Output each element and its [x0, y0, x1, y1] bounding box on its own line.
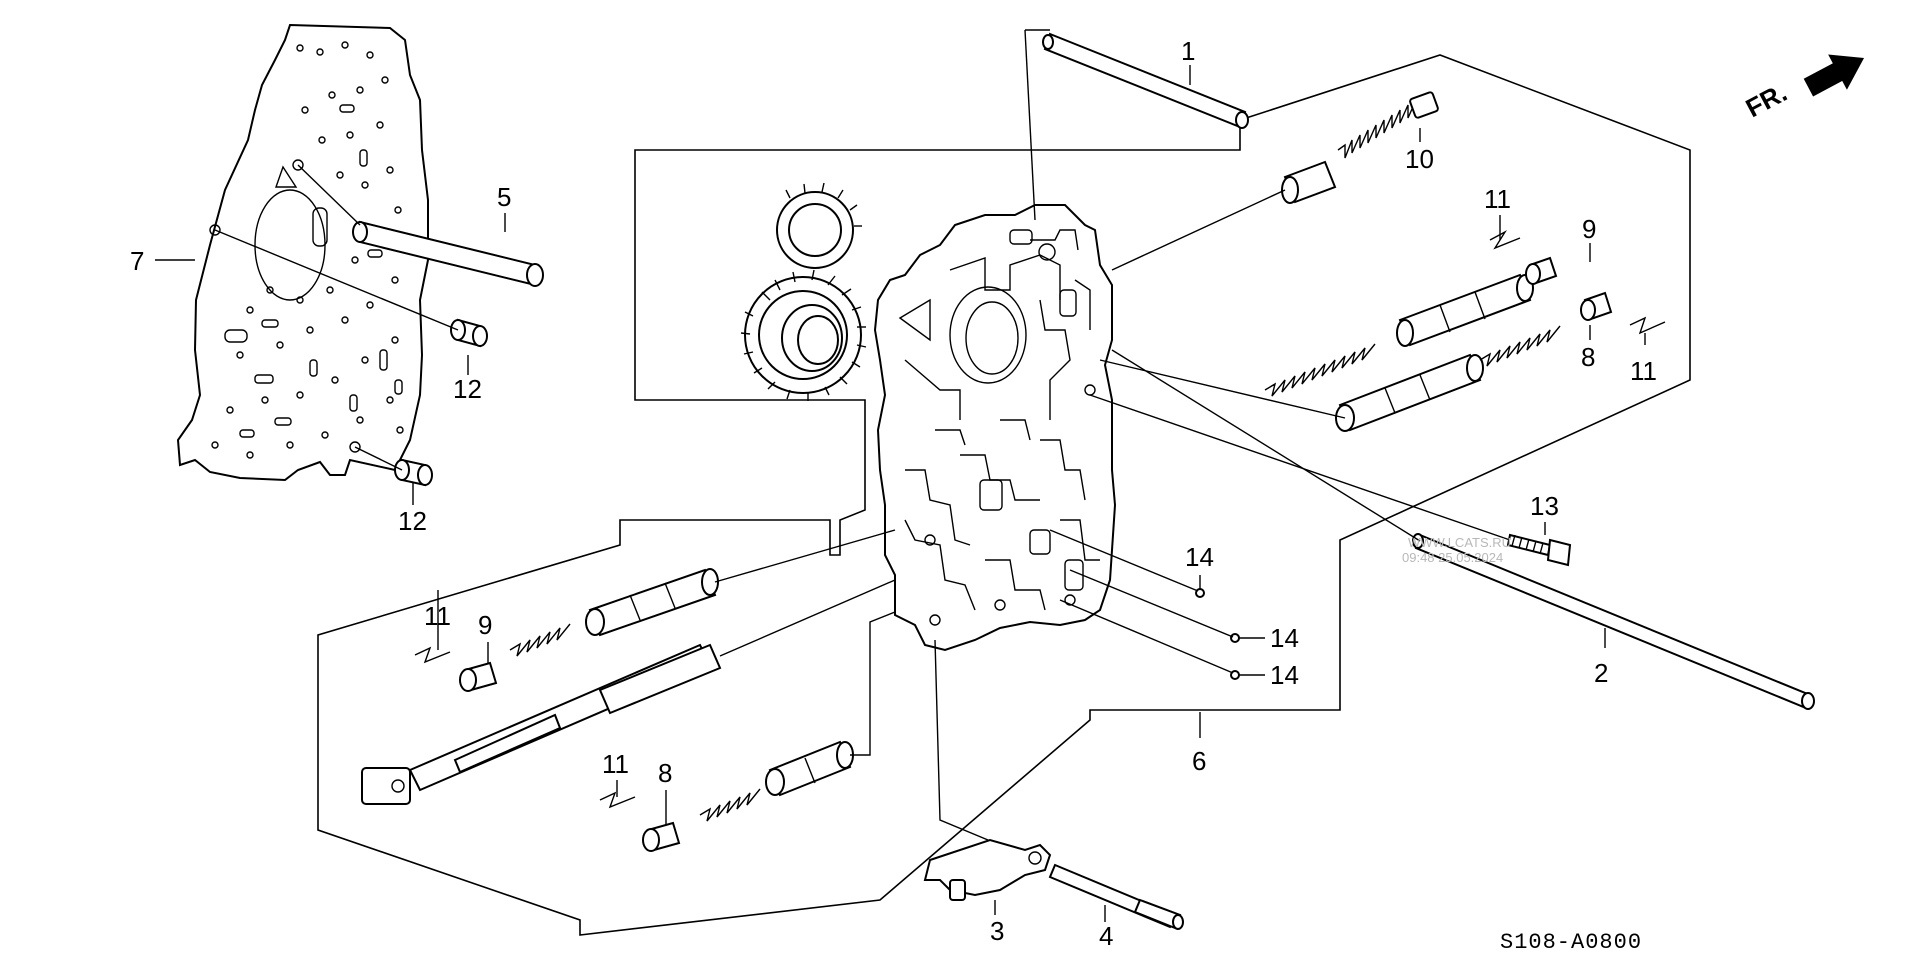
arrow-icon	[1803, 54, 1865, 97]
front-direction-indicator: FR.	[1741, 54, 1865, 123]
shaft-4	[1048, 863, 1184, 930]
callout-11-lower: 11	[602, 749, 629, 779]
callout-9-left: 9	[478, 610, 492, 640]
bolt-13	[1506, 533, 1572, 567]
plug-8-right	[1580, 291, 1613, 321]
callout-5: 5	[497, 182, 511, 212]
callout-6: 6	[1192, 746, 1206, 776]
sleeve-12a	[450, 318, 488, 348]
callout-3: 3	[990, 916, 1004, 946]
callout-12-b: 12	[398, 506, 427, 536]
plug-9-left	[459, 661, 498, 692]
spring-upper	[1264, 343, 1376, 397]
spool-upper	[1396, 273, 1534, 347]
sleeve-a	[1281, 160, 1337, 204]
callout-12-a: 12	[453, 374, 482, 404]
watermark-site: WWW.LCATS.RU	[1408, 535, 1511, 550]
callout-11-upper: 11	[1484, 184, 1511, 214]
callout-8-lower: 8	[658, 758, 672, 788]
plug-8-lower	[642, 821, 681, 852]
valve-body	[873, 204, 1117, 652]
callout-7: 7	[130, 246, 144, 276]
plug-9-right	[1525, 256, 1558, 285]
spool-lower-right	[1335, 353, 1484, 432]
sleeve-12b	[394, 458, 433, 487]
spring-left	[509, 623, 571, 657]
clip-11-right	[1629, 316, 1666, 335]
callout-13: 13	[1530, 491, 1559, 521]
diagram-code: S108-A0800	[1500, 930, 1642, 955]
leader-lines	[155, 29, 1646, 922]
watermark-timestamp: 09:48 25.05.2024	[1402, 550, 1503, 565]
spring-lower	[699, 788, 761, 822]
gear-pair	[740, 182, 867, 401]
clip-11-lower	[599, 791, 636, 809]
spring-lower-right	[1479, 325, 1561, 367]
check-ball	[1195, 588, 1240, 680]
dowel-pin	[352, 220, 544, 287]
manual-valve	[361, 643, 722, 805]
callout-4: 4	[1099, 921, 1113, 951]
callout-14-c: 14	[1270, 660, 1299, 690]
fr-label: FR.	[1741, 77, 1792, 123]
callout-1: 1	[1181, 36, 1195, 66]
callout-14-b: 14	[1270, 623, 1299, 653]
callout-labels: 1 2 3 4 5 6 7 8 8 9 9 10 11 11 11 11 12 …	[130, 36, 1657, 951]
spool-lower	[765, 740, 854, 797]
shaft-1	[1042, 32, 1249, 129]
clip-11-left	[414, 646, 451, 664]
separator-plate	[176, 23, 429, 482]
callout-10: 10	[1405, 144, 1434, 174]
callout-9-right: 9	[1582, 214, 1596, 244]
callout-11-right: 11	[1630, 356, 1657, 386]
watermark: WWW.LCATS.RU 09:48 25.05.2024	[1402, 535, 1511, 565]
callout-11-left: 11	[424, 601, 451, 631]
assembly-group-outline	[317, 54, 1691, 936]
callout-14-a: 14	[1185, 542, 1214, 572]
plug-10	[1409, 91, 1439, 119]
spring-10	[1337, 99, 1417, 159]
spool-left	[585, 568, 719, 637]
detent-lever	[923, 838, 1052, 901]
callout-2: 2	[1594, 658, 1608, 688]
callout-8-right: 8	[1581, 342, 1595, 372]
clip-11-upper	[1489, 230, 1521, 250]
